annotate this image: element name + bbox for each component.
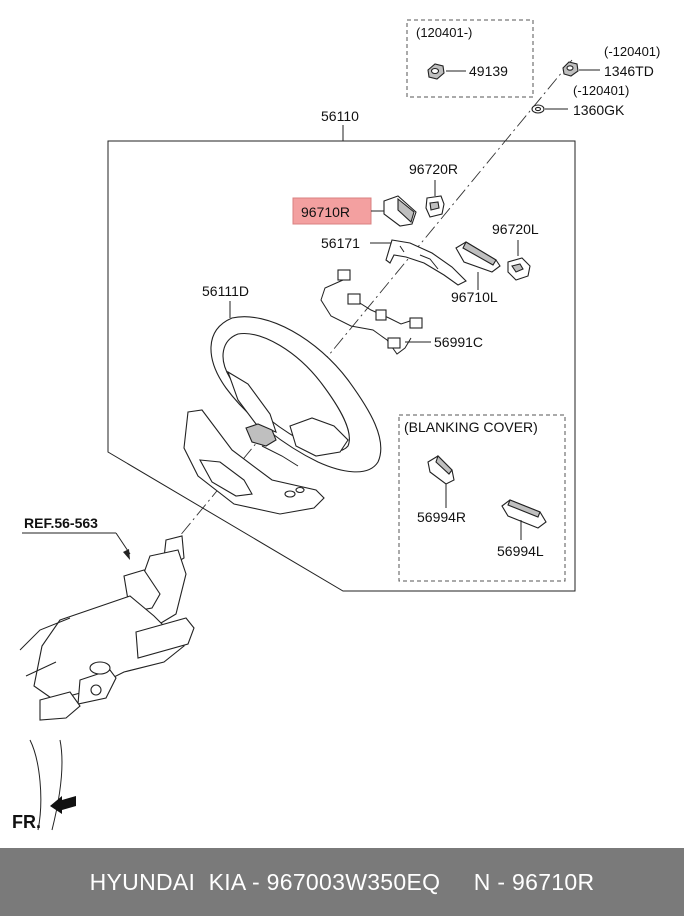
label-96710L[interactable]: 96710L: [451, 289, 498, 305]
bracket-96720L[interactable]: [507, 257, 531, 281]
bracket-96720R[interactable]: [425, 195, 445, 218]
highlight-96710R: [292, 197, 372, 225]
label-1346TD[interactable]: 1346TD: [604, 63, 654, 79]
label-96720R[interactable]: 96720R: [409, 161, 458, 177]
steering-wheel-exploded-diagram: (120401-) 49139 (-120401) 1346TD (-12040…: [12, 19, 660, 832]
footer-bar: HYUNDAI KIA - 967003W350EQ N - 96710R: [0, 848, 684, 916]
nut-1346TD[interactable]: [562, 61, 579, 77]
washer-1360GK[interactable]: [531, 104, 545, 114]
blanking-cover-title: (BLANKING COVER): [404, 419, 538, 435]
blank-56994R[interactable]: [427, 454, 455, 485]
label-96720L[interactable]: 96720L: [492, 221, 539, 237]
footer-part-number: HYUNDAI KIA - 967003W350EQ N - 96710R: [89, 868, 595, 895]
cover-56171[interactable]: [385, 239, 467, 286]
label-56111D[interactable]: 56111D: [202, 283, 249, 299]
label-56991C[interactable]: 56991C: [434, 334, 483, 350]
assembly-outline-56110: [107, 140, 576, 592]
label-56994R[interactable]: 56994R: [417, 509, 466, 525]
washer-date-code: (-120401): [573, 83, 629, 98]
blanking-cover-box: [398, 414, 566, 582]
wiring-harness-56991C[interactable]: [320, 269, 423, 355]
nut-49139[interactable]: [427, 63, 445, 80]
label-56994L[interactable]: 56994L: [497, 543, 544, 559]
steering-wheel-56111D[interactable]: [210, 316, 382, 473]
label-56171[interactable]: 56171: [321, 235, 360, 251]
nut-date-code: (-120401): [604, 44, 660, 59]
dated-box-code: (120401-): [416, 25, 472, 40]
dated-parts-box: [406, 19, 534, 98]
ref-label[interactable]: REF.56-563: [24, 515, 98, 531]
switch-96710R[interactable]: [383, 195, 417, 227]
label-96710R[interactable]: 96710R: [301, 204, 350, 220]
label-49139[interactable]: 49139: [469, 63, 508, 79]
steering-column[interactable]: [19, 535, 195, 831]
label-1360GK[interactable]: 1360GK: [573, 102, 625, 118]
blank-56994L[interactable]: [501, 499, 547, 529]
fr-arrow-icon: [50, 796, 76, 814]
label-56110[interactable]: 56110: [321, 108, 359, 124]
fr-label: FR.: [12, 812, 41, 832]
ref-arrow-head: [123, 549, 130, 560]
switch-96710L[interactable]: [455, 241, 501, 273]
lower-cover[interactable]: [183, 409, 325, 515]
